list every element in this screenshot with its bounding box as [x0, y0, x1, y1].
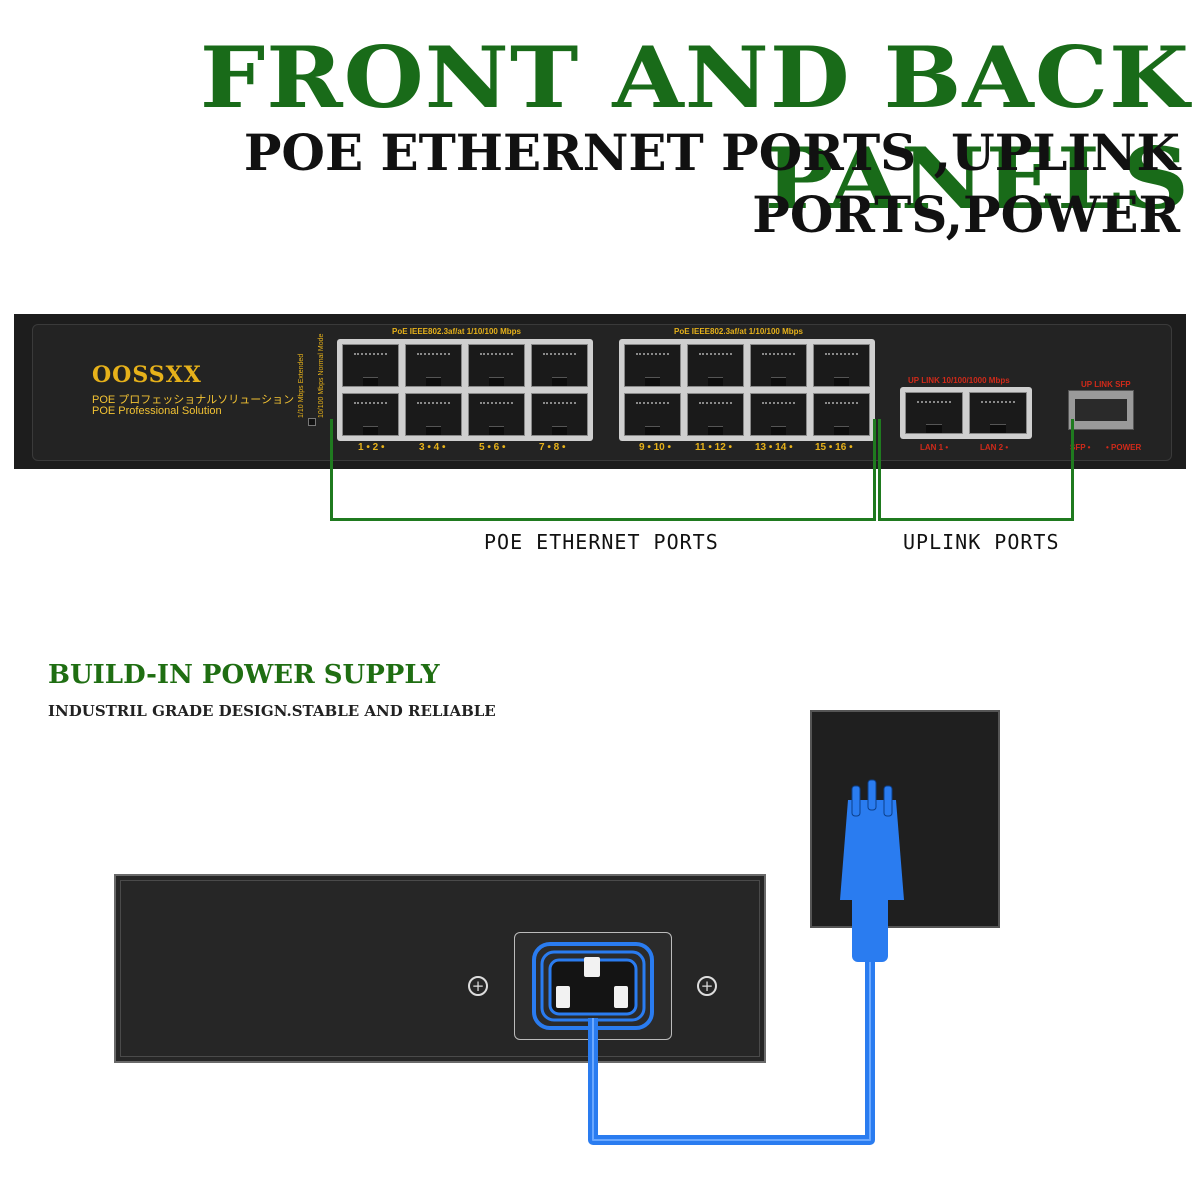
power-plug-icon — [840, 779, 904, 962]
poe-group-label-right: PoE IEEE802.3af/at 1/10/100 Mbps — [674, 327, 803, 336]
uplink-port-group — [900, 387, 1032, 439]
tagline-english: POE Professional Solution — [92, 405, 222, 417]
port-number-label: 7 • 8 • — [539, 442, 566, 453]
rj45-port-12[interactable] — [687, 393, 744, 436]
power-led-label: • POWER — [1106, 443, 1142, 452]
uplink-ports-bracket — [878, 419, 1074, 521]
port-number-label: 5 • 6 • — [479, 442, 506, 453]
power-section-subtitle: INDUSTRIL GRADE DESIGN.STABLE AND RELIAB… — [48, 702, 496, 720]
mode-switch-button[interactable] — [308, 418, 316, 426]
rj45-port-10[interactable] — [624, 393, 681, 436]
rj45-port-11[interactable] — [687, 344, 744, 387]
rj45-port-5[interactable] — [468, 344, 525, 387]
rj45-port-7[interactable] — [531, 344, 588, 387]
rj45-port-1[interactable] — [342, 344, 399, 387]
rj45-port-6[interactable] — [468, 393, 525, 436]
rj45-port-9[interactable] — [624, 344, 681, 387]
port-number-label: 9 • 10 • — [639, 442, 672, 453]
poe-port-group-1-8 — [337, 339, 593, 441]
poe-port-group-9-16 — [619, 339, 875, 441]
uplink-ports-callout: UPLINK PORTS — [903, 530, 1060, 554]
rj45-port-8[interactable] — [531, 393, 588, 436]
poe-ports-callout: POE ETHERNET PORTS — [484, 530, 719, 554]
port-number-label: 15 • 16 • — [815, 442, 853, 453]
poe-group-label-left: PoE IEEE802.3af/at 1/10/100 Mbps — [392, 327, 521, 336]
screw-right-icon: + — [697, 976, 717, 996]
power-section-title: BUILD-IN POWER SUPPLY — [48, 660, 440, 690]
sfp-led-label: SFP • — [1070, 443, 1091, 452]
port-number-label: 13 • 14 • — [755, 442, 793, 453]
power-socket-icon — [532, 942, 654, 1030]
lan2-port[interactable] — [969, 392, 1027, 434]
rj45-port-13[interactable] — [750, 344, 807, 387]
page-subtitle: POE ETHERNET PORTS ,UPLINK PORTS,POWER — [243, 123, 1180, 244]
lan1-label: LAN 1 • — [920, 443, 949, 452]
uplink-label: UP LINK 10/100/1000 Mbps — [908, 376, 1010, 385]
rj45-port-2[interactable] — [342, 393, 399, 436]
rj45-port-15[interactable] — [813, 344, 870, 387]
page-title: FRONT AND BACK PANELS — [199, 27, 1190, 229]
sfp-label: UP LINK SFP — [1081, 380, 1131, 389]
rj45-port-3[interactable] — [405, 344, 462, 387]
port-number-label: 3 • 4 • — [419, 442, 446, 453]
brand-logo: OOSSXX — [92, 362, 202, 388]
tagline-japanese: POE プロフェッショナルソリューション — [92, 394, 295, 406]
sfp-port[interactable] — [1068, 390, 1134, 430]
rj45-port-4[interactable] — [405, 393, 462, 436]
lan1-port[interactable] — [905, 392, 963, 434]
lan2-label: LAN 2 • — [980, 443, 1009, 452]
port-number-label: 11 • 12 • — [695, 442, 733, 453]
rj45-port-14[interactable] — [750, 393, 807, 436]
screw-left-icon: + — [468, 976, 488, 996]
rj45-port-16[interactable] — [813, 393, 870, 436]
port-number-label: 1 • 2 • — [358, 442, 385, 453]
poe-ports-bracket — [330, 419, 876, 521]
